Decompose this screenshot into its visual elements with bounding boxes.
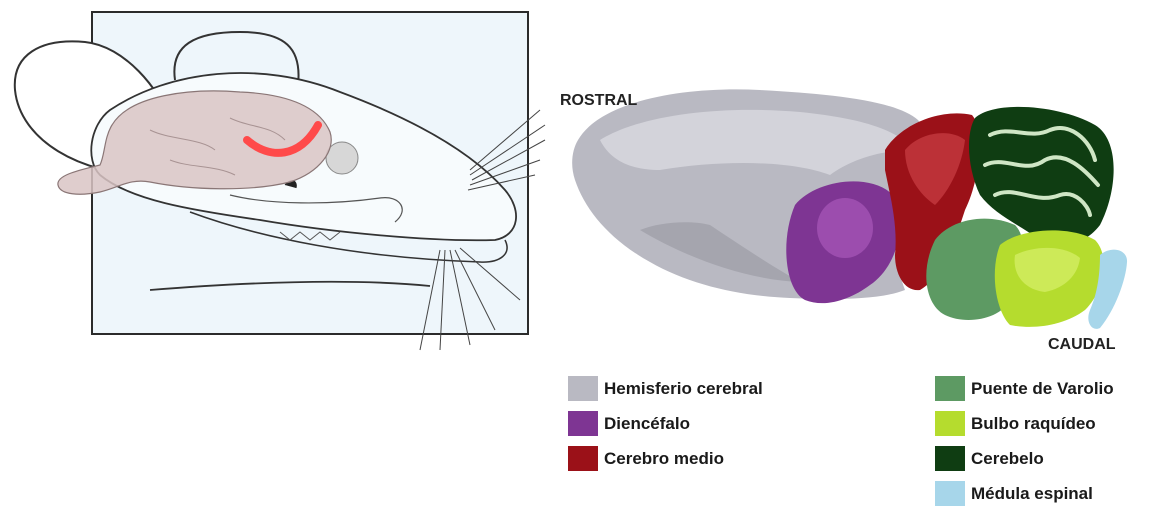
sagittal-brain-diagram xyxy=(572,89,1127,328)
legend-label: Cerebelo xyxy=(971,449,1044,469)
legend-swatch xyxy=(935,376,965,401)
legend-swatch xyxy=(935,411,965,436)
legend-item-puente-de-varolio: Puente de Varolio xyxy=(935,376,1114,401)
legend-swatch xyxy=(568,446,598,471)
rostral-label: ROSTRAL xyxy=(560,92,637,110)
legend-swatch xyxy=(568,411,598,436)
legend-swatch xyxy=(935,446,965,471)
legend-label: Hemisferio cerebral xyxy=(604,379,763,399)
legend-item-medula-espinal: Médula espinal xyxy=(935,481,1114,506)
legend-item-cerebelo: Cerebelo xyxy=(935,446,1114,471)
legend-label: Puente de Varolio xyxy=(971,379,1114,399)
legend-item-cerebro-medio: Cerebro medio xyxy=(568,446,763,471)
legend-item-bulbo-raquideo: Bulbo raquídeo xyxy=(935,411,1114,436)
legend-label: Cerebro medio xyxy=(604,449,724,469)
region-diencefalo-core xyxy=(817,198,873,258)
legend-label: Bulbo raquídeo xyxy=(971,414,1096,434)
legend-item-diencefalo: Diencéfalo xyxy=(568,411,763,436)
rat-head-illustration xyxy=(15,12,545,350)
legend-item-hemisferio-cerebral: Hemisferio cerebral xyxy=(568,376,763,401)
legend-label: Médula espinal xyxy=(971,484,1093,504)
legend-left-column: Hemisferio cerebral Diencéfalo Cerebro m… xyxy=(568,376,763,481)
legend-right-column: Puente de Varolio Bulbo raquídeo Cerebel… xyxy=(935,376,1114,516)
legend-swatch xyxy=(568,376,598,401)
legend-swatch xyxy=(935,481,965,506)
legend-label: Diencéfalo xyxy=(604,414,690,434)
caudal-label: CAUDAL xyxy=(1048,336,1116,354)
